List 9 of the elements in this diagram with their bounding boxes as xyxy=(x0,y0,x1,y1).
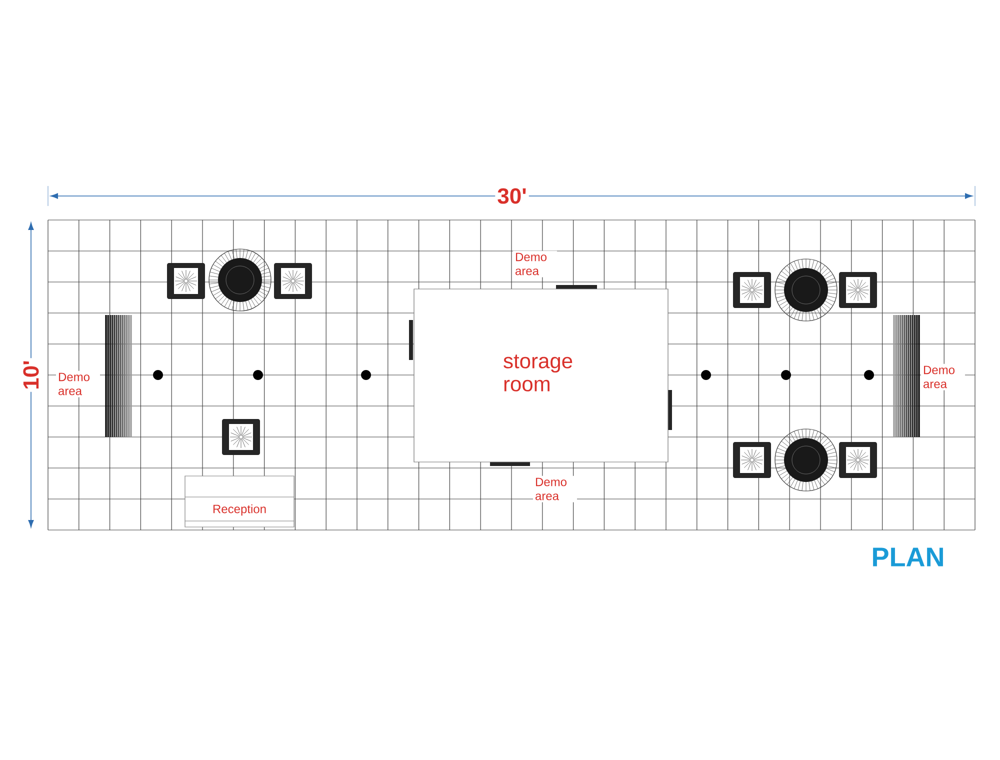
area-label: Demo area xyxy=(921,364,966,390)
area-label: Demo area xyxy=(533,476,577,502)
reception-desk: Reception xyxy=(184,476,294,528)
dimension-label: 30' xyxy=(495,186,529,206)
storage-room: storage room xyxy=(414,288,668,462)
area-label: Demo area xyxy=(513,250,557,278)
area-label: Demo area xyxy=(56,370,100,398)
title: PLAN xyxy=(873,548,943,566)
dimension-label: 10' xyxy=(21,358,41,392)
